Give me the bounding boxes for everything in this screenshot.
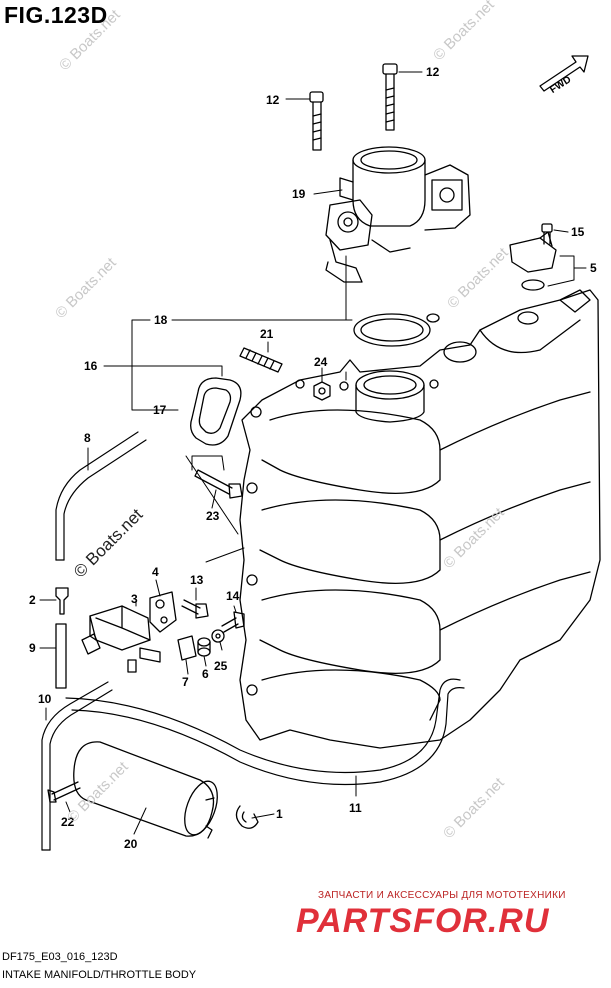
grommet-7 xyxy=(177,635,197,661)
gasket-18 xyxy=(353,313,440,347)
callout-21: 21 xyxy=(260,327,274,341)
bolt-23 xyxy=(194,469,243,499)
callout-23: 23 xyxy=(206,509,220,523)
callout-11: 11 xyxy=(349,801,362,815)
leader-lines xyxy=(39,71,587,835)
washer-25 xyxy=(211,629,225,643)
diagram-code: DF175_E03_016_123D xyxy=(2,951,118,963)
bolt-14 xyxy=(221,611,245,633)
fitting-2 xyxy=(55,587,69,615)
hose-11 xyxy=(65,678,465,786)
callout-3: 3 xyxy=(131,592,138,606)
bracket-4 xyxy=(149,591,177,633)
hose-8 xyxy=(55,431,147,561)
brand-tagline: ЗАПЧАСТИ И АКСЕССУАРЫ ДЛЯ МОТОТЕХНИКИ xyxy=(318,890,566,901)
bolt-12-top xyxy=(382,63,398,131)
callout-9: 9 xyxy=(29,641,36,655)
callout-13: 13 xyxy=(190,573,204,587)
callout-24: 24 xyxy=(314,355,328,369)
callout-16: 16 xyxy=(84,359,98,373)
throttle-body xyxy=(325,146,471,283)
callout-6: 6 xyxy=(202,667,209,681)
diagram-caption: INTAKE MANIFOLD/THROTTLE BODY xyxy=(2,969,197,981)
callout-8: 8 xyxy=(84,431,91,445)
fig-title: FIG.123D xyxy=(4,2,108,28)
brand-logo: PARTSFOR.RU xyxy=(296,902,550,940)
callout-20: 20 xyxy=(124,837,138,851)
callout-25: 25 xyxy=(214,659,228,673)
clip-1 xyxy=(235,805,259,829)
hose-10 xyxy=(41,681,113,851)
callout-1: 1 xyxy=(276,807,283,821)
callout-7: 7 xyxy=(182,675,189,689)
callout-5: 5 xyxy=(590,261,597,275)
intake-manifold xyxy=(239,289,601,749)
map-sensor xyxy=(509,231,557,291)
gasket-17 xyxy=(190,377,242,446)
callout-14: 14 xyxy=(226,589,240,603)
callout-18: 18 xyxy=(154,313,168,327)
bolt-13 xyxy=(181,599,209,619)
callout-12-top: 12 xyxy=(426,65,440,79)
stud-21 xyxy=(239,347,283,373)
callout-15: 15 xyxy=(571,225,585,239)
callout-17: 17 xyxy=(153,403,167,417)
callout-10: 10 xyxy=(38,692,52,706)
callout-19: 19 xyxy=(292,187,306,201)
bolt-12-left xyxy=(309,91,324,151)
canister-20 xyxy=(73,741,218,839)
hose-9 xyxy=(55,623,67,689)
solenoid-valve-3 xyxy=(81,605,161,673)
callout-22: 22 xyxy=(61,815,75,829)
fwd-arrow-icon xyxy=(539,55,589,92)
collar-6 xyxy=(197,637,211,657)
callout-12-left: 12 xyxy=(266,93,280,107)
bolt-22 xyxy=(47,781,81,803)
callout-4: 4 xyxy=(152,565,159,579)
callout-2: 2 xyxy=(29,593,36,607)
nut-24 xyxy=(313,381,331,401)
bolt-15 xyxy=(541,223,553,245)
